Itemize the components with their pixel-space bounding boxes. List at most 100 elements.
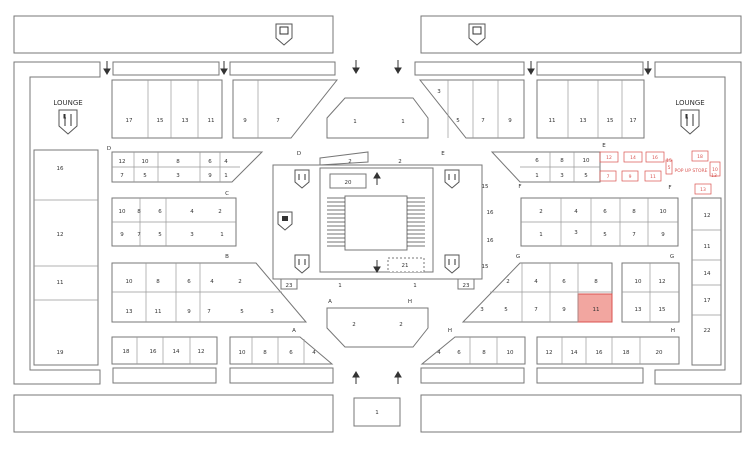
block-bottom-left-b bbox=[229, 336, 334, 365]
unit-label: 12 bbox=[659, 279, 666, 285]
popup-unit-label: 5 bbox=[668, 165, 671, 171]
hub-unit-2-left bbox=[319, 151, 369, 166]
unit-label: 16 bbox=[487, 210, 494, 216]
section-letter: E bbox=[602, 143, 606, 149]
unit-label: 7 bbox=[137, 232, 141, 238]
unit-label: 10 bbox=[126, 279, 133, 285]
unit-label: 2 bbox=[399, 322, 403, 328]
unit-label: 20 bbox=[656, 350, 663, 356]
unit-label: 1 bbox=[375, 410, 379, 416]
unit-label: 6 bbox=[535, 158, 539, 164]
unit-label: 12 bbox=[546, 350, 553, 356]
block-bottom-center bbox=[326, 307, 429, 348]
block-left-big bbox=[33, 149, 99, 366]
popup-store-area bbox=[599, 150, 721, 195]
unit-label: 3 bbox=[270, 309, 274, 315]
unit-label: 3 bbox=[574, 230, 578, 236]
bottom-strip-1 bbox=[112, 367, 217, 384]
unit-label: 8 bbox=[560, 158, 564, 164]
hub-unit-23-left bbox=[280, 278, 298, 290]
unit-label: 10 bbox=[239, 350, 246, 356]
unit-label: 14 bbox=[704, 271, 711, 277]
unit-label: 12 bbox=[57, 232, 64, 238]
unit-label: 19 bbox=[57, 350, 64, 356]
unit-label: 3 bbox=[190, 232, 194, 238]
unit-label: 11 bbox=[704, 244, 711, 250]
unit-label: 2 bbox=[398, 159, 402, 165]
section-letter: G bbox=[670, 254, 674, 260]
unit-label: 2 bbox=[238, 279, 242, 285]
unit-label: 16 bbox=[487, 238, 494, 244]
unit-label: 5 bbox=[158, 232, 162, 238]
block-top-center bbox=[326, 97, 429, 139]
unit-label: 5 bbox=[456, 118, 460, 124]
unit-label: 17 bbox=[126, 118, 133, 124]
section-letter: H bbox=[408, 299, 412, 305]
coffee-icon bbox=[277, 211, 293, 231]
highlighted-unit bbox=[577, 293, 613, 323]
unit-label: 1 bbox=[338, 283, 342, 289]
section-letter: G bbox=[516, 254, 520, 260]
unit-label: 4 bbox=[437, 350, 441, 356]
unit-label: 1 bbox=[401, 119, 405, 125]
unit-label: 2 bbox=[539, 209, 543, 215]
unit-label: 2 bbox=[352, 322, 356, 328]
restroom-icon bbox=[444, 254, 460, 274]
unit-label: 2 bbox=[348, 159, 352, 165]
unit-label: 5 bbox=[504, 307, 508, 313]
unit-label: 8 bbox=[263, 350, 267, 356]
unit-label: 3 bbox=[560, 173, 564, 179]
section-letter: H bbox=[448, 328, 452, 334]
unit-label: 9 bbox=[120, 232, 124, 238]
popup-unit-label: 9 bbox=[629, 174, 632, 180]
popup-unit-label: 14 bbox=[630, 155, 636, 161]
unit-label: 8 bbox=[176, 159, 180, 165]
top-strip-4 bbox=[536, 61, 644, 76]
unit-label: 5 bbox=[603, 232, 607, 238]
section-letter: D bbox=[297, 151, 301, 157]
lounge-right-label: LOUNGE bbox=[675, 99, 704, 107]
unit-label: 8 bbox=[137, 209, 141, 215]
unit-label: 16 bbox=[150, 349, 157, 355]
fork-knife-icon bbox=[680, 109, 700, 135]
unit-label: 4 bbox=[210, 279, 214, 285]
unit-label: 1 bbox=[220, 232, 224, 238]
restroom-icon bbox=[444, 169, 460, 189]
fork-knife-icon bbox=[58, 109, 78, 135]
unit-label: 4 bbox=[312, 350, 316, 356]
unit-label: 6 bbox=[158, 209, 162, 215]
unit-label: 12 bbox=[704, 213, 711, 219]
unit-label: 10 bbox=[507, 350, 514, 356]
unit-label: 9 bbox=[243, 118, 247, 124]
section-letter: F bbox=[518, 184, 521, 190]
unit-label: 3 bbox=[480, 307, 484, 313]
unit-label: 1 bbox=[224, 173, 228, 179]
hub-atrium bbox=[344, 195, 408, 251]
top-strip-3 bbox=[414, 61, 525, 76]
unit-label: 5 bbox=[143, 173, 147, 179]
unit-label: 17 bbox=[630, 118, 637, 124]
block-bottom-right-a bbox=[420, 336, 526, 365]
unit-label: 6 bbox=[562, 279, 566, 285]
unit-label: 4 bbox=[190, 209, 194, 215]
unit-label: 17 bbox=[704, 298, 711, 304]
unit-label: 18 bbox=[623, 350, 630, 356]
unit-label: 10 bbox=[660, 209, 667, 215]
block-right-column bbox=[691, 197, 722, 366]
unit-label: 11 bbox=[593, 307, 600, 313]
popup-unit-label: 16 bbox=[652, 155, 658, 161]
unit-label: 7 bbox=[207, 309, 211, 315]
bottom-strip-3 bbox=[420, 367, 525, 384]
unit-label: 8 bbox=[594, 279, 598, 285]
unit-label: 12 bbox=[119, 159, 126, 165]
unit-label: 22 bbox=[704, 328, 711, 334]
unit-label: 3 bbox=[437, 89, 441, 95]
unit-label: 3 bbox=[176, 173, 180, 179]
section-letter: A bbox=[292, 328, 296, 334]
unit-label: 8 bbox=[482, 350, 486, 356]
popup-store-label: POP UP STORE bbox=[675, 168, 708, 174]
block-top-right-a bbox=[418, 79, 525, 139]
unit-label: 9 bbox=[661, 232, 665, 238]
unit-label: 9 bbox=[208, 173, 212, 179]
